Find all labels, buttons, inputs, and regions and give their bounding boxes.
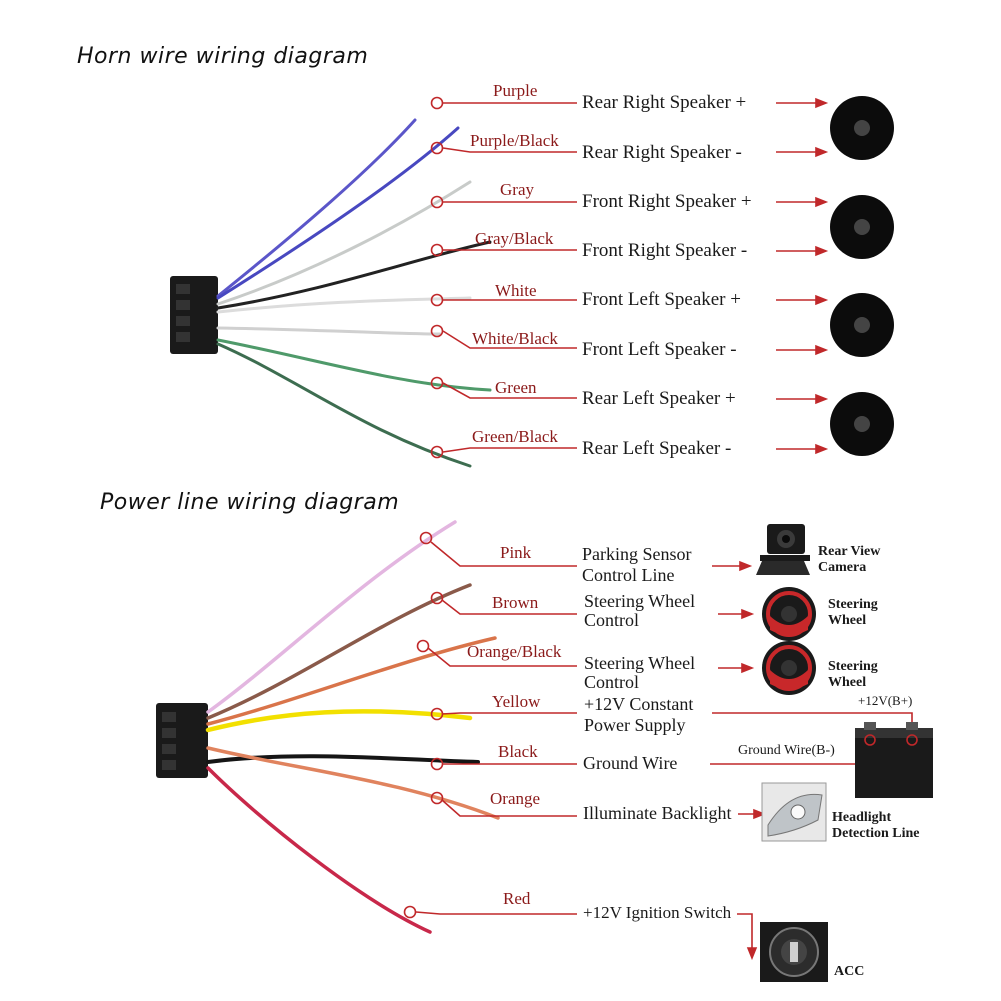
steering-wheel-icon xyxy=(762,587,816,641)
headlight-label: Headlight Detection Line xyxy=(832,810,920,841)
headlight-icon xyxy=(761,782,827,842)
power-diagram-title: Power line wiring diagram xyxy=(100,490,400,515)
horn-function-label: Rear Left Speaker - xyxy=(582,438,732,459)
power-color-label: Red xyxy=(503,889,531,908)
wire-white xyxy=(216,296,472,314)
power-function-label: Steering Wheel Control xyxy=(584,591,696,630)
horn-diagram-title: Horn wire wiring diagram xyxy=(77,44,369,69)
wire-orange xyxy=(206,746,500,820)
wire-white-black xyxy=(216,326,442,336)
speaker-icon xyxy=(830,293,894,357)
horn-color-label: White xyxy=(495,281,537,300)
steering-wheel-label: Steering Wheel xyxy=(828,597,878,628)
horn-arrows xyxy=(776,97,829,455)
wire-pink xyxy=(206,520,457,714)
wire-orange-black xyxy=(206,636,497,726)
steering-wheel-label: Steering Wheel xyxy=(828,659,878,690)
horn-leaders xyxy=(430,96,577,459)
ignition-switch-icon xyxy=(760,922,828,982)
horn-color-label: Gray xyxy=(500,180,534,199)
horn-function-label: Front Right Speaker + xyxy=(582,191,752,212)
speaker-icon xyxy=(830,195,894,259)
power-color-label: Orange xyxy=(490,789,541,808)
camera-label: Rear View Camera xyxy=(818,544,881,575)
horn-color-label: Green/Black xyxy=(472,427,558,446)
horn-function-label: Front Right Speaker - xyxy=(582,240,748,261)
horn-function-label: Rear Right Speaker - xyxy=(582,142,742,163)
horn-color-label: Green xyxy=(495,378,537,397)
power-function-label: Parking Sensor Control Line xyxy=(582,544,692,585)
horn-color-label: Purple xyxy=(493,81,538,100)
steering-wheel-icon xyxy=(762,641,816,695)
speaker-icon xyxy=(830,392,894,456)
power-leaders xyxy=(403,531,577,919)
wire-yellow xyxy=(205,709,473,733)
power-color-label: Brown xyxy=(492,593,539,612)
wire-purple xyxy=(216,118,417,298)
power-function-label: Steering Wheel Control xyxy=(584,653,696,692)
power-color-label: Pink xyxy=(500,543,532,562)
wire-black xyxy=(206,754,480,764)
wire-red xyxy=(206,766,432,934)
power-function-label: Illuminate Backlight xyxy=(583,803,732,823)
wire-gray xyxy=(216,180,472,306)
wire-brown xyxy=(206,583,472,720)
horn-function-label: Front Left Speaker - xyxy=(582,339,737,360)
power-function-label: +12V Constant Power Supply xyxy=(584,694,694,735)
horn-color-label: Purple/Black xyxy=(470,131,559,150)
speaker-icon xyxy=(830,96,894,160)
battery-positive-label: +12V(B+) xyxy=(858,693,913,708)
power-connector xyxy=(156,703,208,778)
horn-connector xyxy=(170,276,218,354)
rear-camera-icon xyxy=(756,524,810,575)
power-color-label: Black xyxy=(498,742,538,761)
horn-color-label: White/Black xyxy=(472,329,558,348)
power-function-label: +12V Ignition Switch xyxy=(583,903,732,922)
battery-ground-label: Ground Wire(B-) xyxy=(738,743,835,758)
horn-function-label: Rear Right Speaker + xyxy=(582,92,747,113)
wire-purple-black xyxy=(216,126,460,300)
acc-label: ACC xyxy=(834,964,865,979)
power-function-label: Ground Wire xyxy=(583,753,678,773)
wire-green-black xyxy=(216,342,472,468)
horn-function-label: Rear Left Speaker + xyxy=(582,388,736,409)
power-color-label: Orange/Black xyxy=(467,642,562,661)
power-color-label: Yellow xyxy=(492,692,541,711)
horn-function-label: Front Left Speaker + xyxy=(582,289,741,310)
battery-icon xyxy=(855,722,933,798)
horn-color-label: Gray/Black xyxy=(475,229,554,248)
wire-green xyxy=(216,338,492,392)
